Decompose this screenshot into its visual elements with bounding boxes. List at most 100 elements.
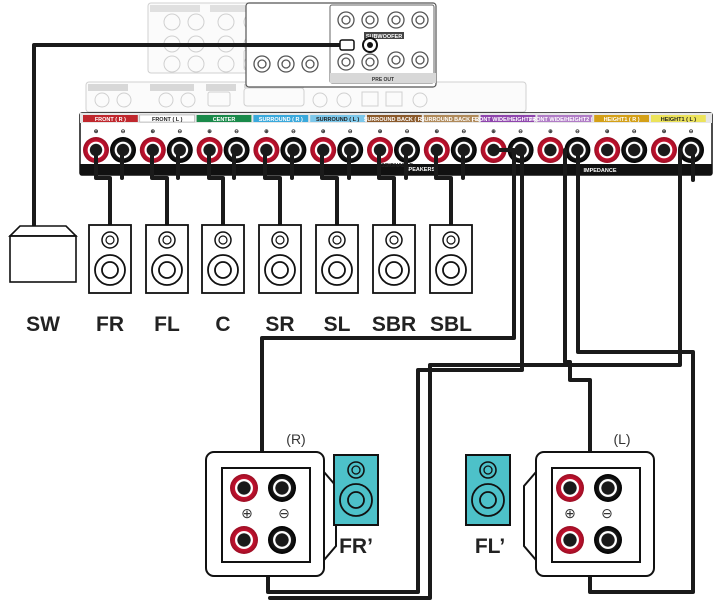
terminal-minus-icon: ⊖ (405, 129, 410, 135)
terminal-minus-knob (166, 137, 193, 163)
terminal-plus-knob (83, 137, 109, 163)
terminal-header-0: FRONT ( R ) (83, 115, 138, 123)
speaker-label-sl: SL (324, 313, 351, 336)
terminal-plus-knob (537, 137, 564, 163)
terminal-label-4: SURROUND ( L ) (316, 117, 359, 123)
assignable-label: ASSIGNABLE (377, 163, 413, 169)
speaker-label-sbr: SBR (372, 313, 416, 336)
terminal-minus-knob (621, 137, 648, 163)
terminal-minus-icon: ⊖ (348, 129, 353, 135)
terminal-plus-icon: ⊕ (94, 129, 99, 135)
terminal-plus-knob (253, 137, 280, 163)
terminal-plus-icon: ⊕ (150, 129, 155, 135)
speaker-fl: FL (145, 224, 189, 336)
terminal-pair-10: ⊕⊖ (651, 129, 704, 163)
terminal-minus-knob (110, 137, 136, 163)
terminal-label-3: SURROUND ( R ) (259, 117, 303, 123)
terminal-header-7: FRONT WIDE/HEIGHT2 ( R ) (472, 115, 545, 123)
terminal-pair-1: ⊕⊖ (139, 129, 193, 163)
impedance-label: IMPEDANCE (583, 168, 616, 174)
terminal-header-8: FRONT WIDE/HEIGHT2 ( L ) (529, 115, 601, 123)
terminal-minus-knob (394, 137, 420, 163)
terminal-label-10: HEIGHT1 ( L ) (661, 117, 697, 123)
terminal-plus-icon: ⊕ (378, 129, 383, 135)
terminal-minus-icon: ⊖ (518, 129, 523, 135)
terminal-minus-icon: ⊖ (291, 129, 296, 135)
terminal-minus-knob (280, 137, 307, 163)
speaker-label-c: C (215, 313, 230, 336)
bi-amp-right-minus-icon: ⊖ (278, 505, 290, 521)
bi-amp-right-box (333, 454, 379, 526)
terminal-minus-icon: ⊖ (689, 129, 694, 135)
terminal-minus-icon: ⊖ (121, 129, 126, 135)
bi-amp-left-side-label: (L) (613, 431, 630, 447)
terminal-plus-icon: ⊕ (662, 129, 667, 135)
terminal-header-6: SURROUND BACK ( L ) (421, 115, 482, 123)
speaker-sbr: SBR (372, 224, 416, 336)
terminal-minus-icon: ⊖ (461, 129, 466, 135)
bi-amp-right-speaker: (R) ⊕ ⊖ FR’ (205, 431, 379, 577)
bi-amp-right-name: FR’ (339, 535, 373, 558)
terminal-label-2: CENTER (213, 117, 236, 123)
speaker-label-fl: FL (154, 313, 180, 336)
bi-amp-right-plus-icon: ⊕ (241, 505, 253, 521)
terminal-pair-9: ⊕⊖ (594, 129, 648, 163)
terminal-header-5: SURROUND BACK ( R ) (364, 115, 426, 123)
bi-amp-left-minus-icon: ⊖ (601, 505, 613, 521)
speaker-label-sr: SR (265, 313, 294, 336)
bi-amp-left-box (465, 454, 511, 526)
bi-amp-right-side-label: (R) (286, 431, 305, 447)
terminal-minus-icon: ⊖ (575, 129, 580, 135)
terminal-plus-icon: ⊕ (605, 129, 610, 135)
subwoofer-speaker-label: SW (26, 313, 60, 336)
terminal-pair-6: ⊕⊖ (423, 129, 477, 163)
terminal-label-9: HEIGHT1 ( R ) (604, 117, 640, 123)
speaker-row: FR FL C SR SL SBR SBL (88, 224, 473, 336)
terminal-header-2: CENTER (196, 115, 252, 123)
terminal-pair-2: ⊕⊖ (196, 129, 250, 163)
terminal-plus-knob (196, 137, 223, 163)
bi-amp-left-speaker: (L) ⊕ ⊖ FL’ (465, 431, 655, 577)
terminal-minus-icon: ⊖ (632, 129, 637, 135)
terminal-plus-icon: ⊕ (264, 129, 269, 135)
bi-amp-left-plus-icon: ⊕ (564, 505, 576, 521)
terminal-pair-5: ⊕⊖ (367, 129, 420, 163)
speaker-label-fr: FR (96, 313, 124, 336)
terminal-plus-knob (594, 137, 621, 163)
pre-out-panel: PRE OUT SUBWOOFER (245, 2, 437, 88)
terminal-plus-icon: ⊕ (491, 129, 496, 135)
terminal-header-4: SURROUND ( L ) (310, 115, 365, 123)
speaker-sl: SL (315, 224, 359, 336)
terminal-label-0: FRONT ( R ) (95, 117, 126, 123)
terminal-plus-icon: ⊕ (548, 129, 553, 135)
terminal-label-8: FRONT WIDE/HEIGHT2 ( L ) (529, 117, 601, 123)
subwoofer-icon (8, 225, 78, 283)
terminal-plus-icon: ⊕ (207, 129, 212, 135)
speaker-sbl: SBL (429, 224, 473, 336)
terminal-minus-knob (223, 137, 250, 163)
terminal-label-5: SURROUND BACK ( R ) (364, 117, 426, 123)
terminal-header-10: HEIGHT1 ( L ) (651, 115, 706, 123)
terminal-plus-knob (367, 137, 393, 163)
terminal-pair-0: ⊕⊖ (83, 129, 136, 163)
terminal-minus-knob (337, 137, 364, 163)
speaker-fr: FR (88, 224, 132, 336)
terminal-plus-icon: ⊕ (434, 129, 439, 135)
terminal-header-9: HEIGHT1 ( R ) (594, 115, 649, 123)
terminal-label-7: FRONT WIDE/HEIGHT2 ( R ) (472, 117, 545, 123)
terminal-plus-knob (651, 137, 677, 163)
pre-out-label: PRE OUT (372, 77, 394, 83)
terminal-header-1: FRONT ( L ) (139, 114, 195, 123)
terminal-plus-knob (310, 137, 337, 163)
terminal-minus-icon: ⊖ (177, 129, 182, 135)
speakers-label: SPEAKERS (405, 167, 436, 173)
terminal-plus-knob (139, 137, 166, 163)
terminal-label-1: FRONT ( L ) (152, 117, 183, 123)
terminal-plus-knob (423, 137, 450, 163)
terminal-minus-icon: ⊖ (234, 129, 239, 135)
terminal-label-6: SURROUND BACK ( L ) (421, 117, 482, 123)
terminal-pair-3: ⊕⊖ (253, 129, 307, 163)
speaker-label-sbl: SBL (430, 313, 472, 336)
speaker-sr: SR (258, 224, 302, 336)
